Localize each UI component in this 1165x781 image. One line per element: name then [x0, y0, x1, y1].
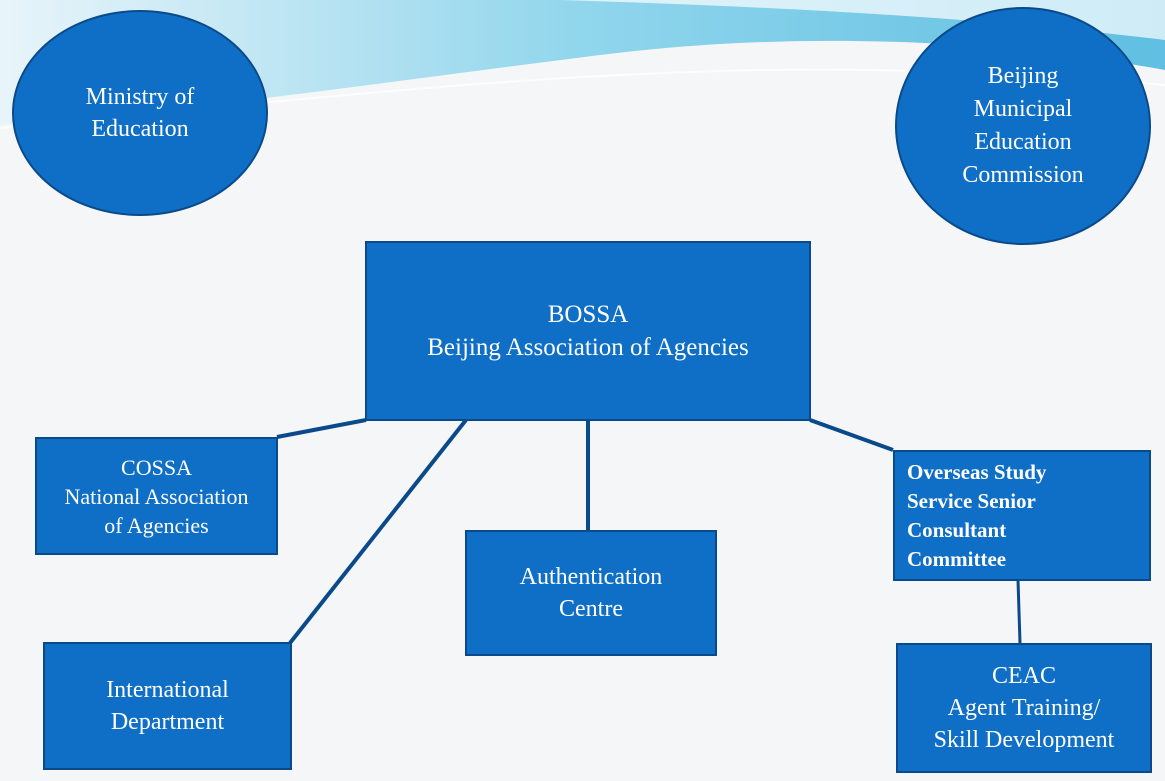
node-line: Agent Training/: [947, 695, 1101, 721]
connector-overseas-ceac: [1016, 579, 1022, 644]
node-line: of Agencies: [104, 512, 209, 538]
node-line: Education: [91, 116, 189, 142]
node-line: Beijing: [987, 63, 1059, 89]
connector-bossa-cossa: [276, 418, 367, 439]
node-line: Centre: [559, 596, 623, 622]
ceac-node: CEAC Agent Training/ Skill Development: [896, 643, 1152, 773]
node-line: Commission: [962, 162, 1084, 188]
ministry-of-education-node: Ministry of Education: [12, 10, 268, 216]
node-line: International: [106, 677, 229, 703]
bossa-node: BOSSA Beijing Association of Agencies: [365, 241, 811, 421]
node-line: COSSA: [121, 454, 192, 480]
international-department-node: International Department: [43, 642, 292, 770]
node-line: Authentication: [519, 564, 663, 590]
node-line: Department: [110, 709, 225, 735]
connector-bossa-international: [288, 418, 468, 645]
node-line: Ministry of: [85, 84, 195, 110]
connector-bossa-overseas: [809, 418, 894, 452]
node-line: Skill Development: [933, 727, 1115, 753]
node-line: Committee: [907, 546, 1007, 571]
authentication-centre-node: Authentication Centre: [465, 530, 717, 656]
node-line: Education: [974, 129, 1072, 155]
node-line: Beijing Association of Agencies: [427, 334, 749, 361]
node-line: Service Senior: [907, 488, 1036, 513]
node-line: National Association: [64, 483, 249, 509]
node-line: Municipal: [973, 96, 1073, 122]
node-line: Overseas Study: [907, 459, 1047, 484]
node-line: CEAC: [991, 663, 1056, 689]
node-line: BOSSA: [547, 301, 629, 328]
node-line: Consultant: [907, 517, 1007, 542]
beijing-municipal-education-commission-node: Beijing Municipal Education Commission: [895, 7, 1151, 245]
cossa-node: COSSA National Association of Agencies: [35, 437, 278, 555]
header-wave: [0, 0, 1165, 125]
overseas-study-committee-node: Overseas Study Service Senior Consultant…: [893, 450, 1151, 581]
